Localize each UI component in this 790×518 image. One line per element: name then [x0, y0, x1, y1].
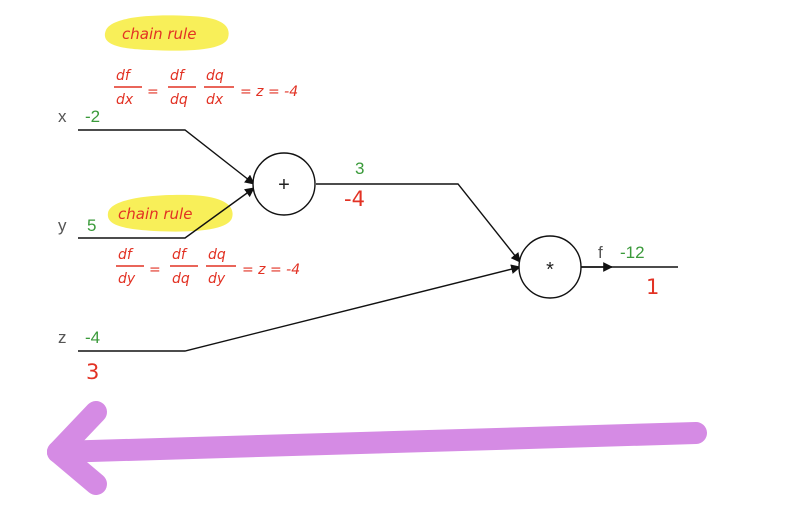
svg-text:df: df	[116, 68, 132, 84]
wire-q	[316, 183, 521, 263]
chain-rule-equation-y: df dy = df dq dq dy = z = -4	[116, 247, 300, 287]
svg-text:=: =	[149, 262, 161, 278]
output-f-label: f	[598, 243, 603, 262]
output-f-value: -12	[620, 243, 645, 262]
svg-text:dy: dy	[208, 271, 226, 287]
svg-text:df: df	[170, 68, 186, 84]
svg-text:dq: dq	[206, 68, 224, 84]
wire-x	[78, 129, 255, 185]
input-y-value: 5	[87, 216, 96, 235]
input-y-label: y	[58, 216, 67, 235]
add-node-value: 3	[355, 159, 364, 178]
chain-rule-label-top: chain rule	[122, 25, 196, 43]
highlight-top	[104, 15, 229, 51]
input-x-value: -2	[85, 107, 100, 126]
highlight-mid	[107, 194, 233, 232]
add-node: +	[252, 152, 316, 216]
svg-text:= z = -4: = z = -4	[242, 262, 300, 278]
add-symbol: +	[278, 174, 290, 196]
input-x-label: x	[58, 107, 67, 126]
svg-text:dy: dy	[118, 271, 136, 287]
multiply-symbol: *	[546, 259, 554, 281]
chain-rule-equation-x: df dx = df dq dq dx = z = -4	[114, 68, 298, 108]
multiply-node: *	[518, 235, 582, 299]
svg-text:dq: dq	[170, 92, 188, 108]
svg-text:df: df	[172, 247, 188, 263]
svg-text:dx: dx	[206, 92, 224, 108]
svg-text:dx: dx	[116, 92, 134, 108]
svg-text:=: =	[147, 84, 159, 100]
left-arrow-icon	[47, 401, 707, 495]
wire-z	[78, 264, 521, 352]
chain-rule-label-mid: chain rule	[118, 205, 192, 223]
add-node-grad: -4	[344, 187, 365, 211]
input-z-grad: 3	[86, 360, 99, 384]
svg-text:df: df	[118, 247, 134, 263]
svg-text:dq: dq	[172, 271, 190, 287]
input-z-label: z	[58, 328, 67, 347]
input-z-value: -4	[85, 328, 100, 347]
wire-y	[78, 187, 255, 239]
svg-text:dq: dq	[208, 247, 226, 263]
output-f-grad: 1	[646, 275, 659, 299]
svg-text:= z = -4: = z = -4	[240, 84, 298, 100]
